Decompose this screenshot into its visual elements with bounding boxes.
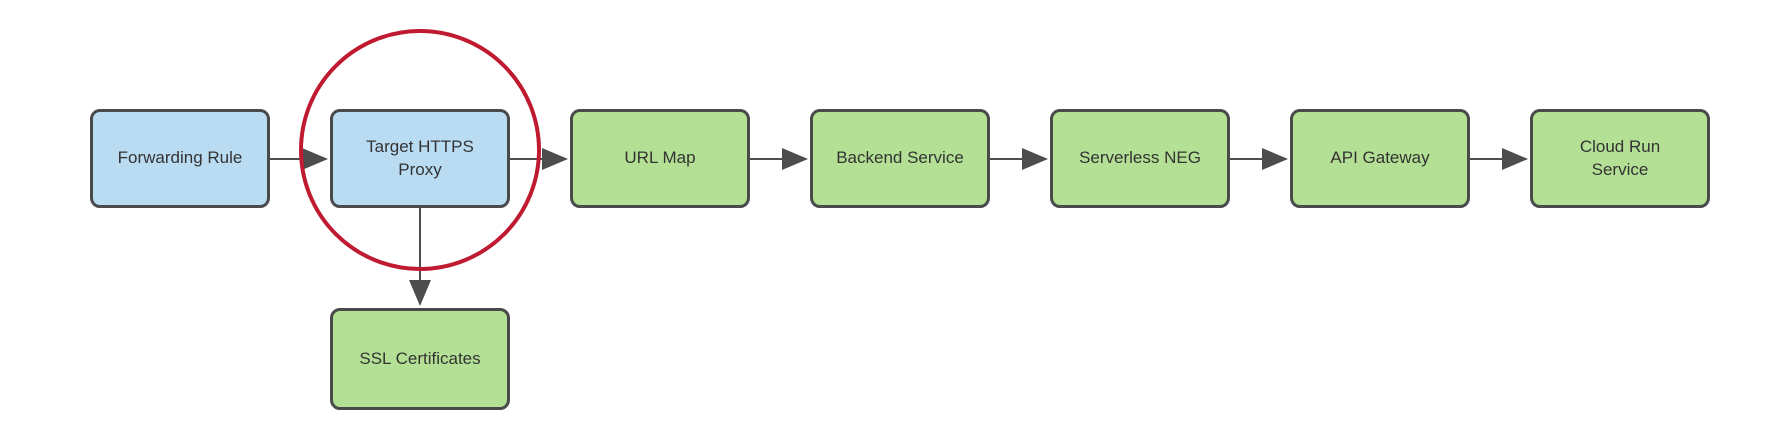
node-label-target-https-proxy: Target HTTPS Proxy: [366, 137, 474, 179]
node-label-api-gateway: API Gateway: [1330, 148, 1430, 168]
node-serverless-neg: Serverless NEG: [1050, 109, 1230, 208]
node-label-ssl-certificates: SSL Certificates: [359, 348, 481, 368]
node-target-https-proxy: Target HTTPS Proxy: [330, 109, 510, 208]
node-url-map: URL Map: [570, 109, 750, 208]
node-label-serverless-neg: Serverless NEG: [1079, 148, 1201, 168]
node-label-forwarding-rule: Forwarding Rule: [117, 148, 243, 168]
node-label-url-map: URL Map: [624, 148, 696, 168]
node-api-gateway: API Gateway: [1290, 109, 1470, 208]
node-backend-service: Backend Service: [810, 109, 990, 208]
node-label-cloud-run-service: Cloud Run Service: [1579, 137, 1661, 179]
node-label-backend-service: Backend Service: [836, 148, 964, 168]
highlight-circle: [299, 29, 541, 271]
node-ssl-certificates: SSL Certificates: [330, 308, 510, 410]
node-forwarding-rule: Forwarding Rule: [90, 109, 270, 208]
node-cloud-run-service: Cloud Run Service: [1530, 109, 1710, 208]
